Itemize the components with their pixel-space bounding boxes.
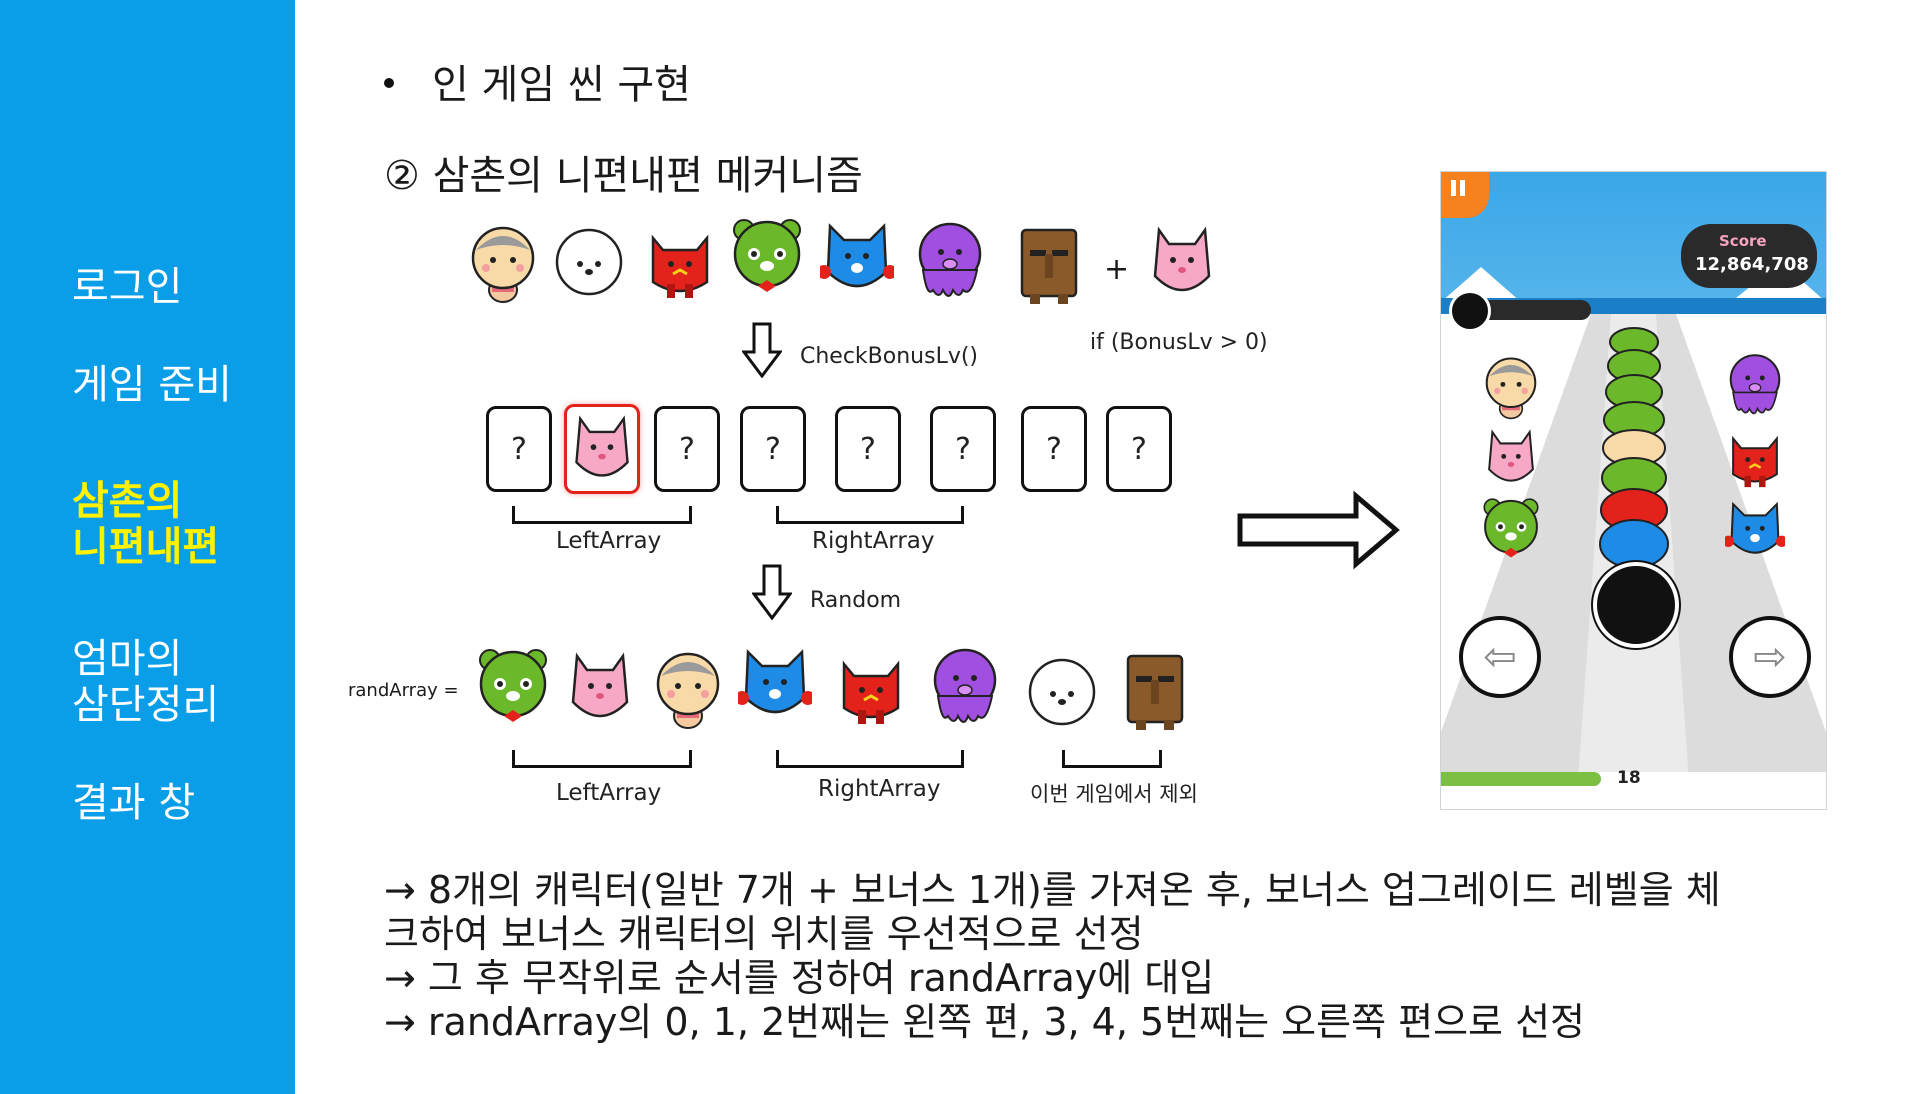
character-green-bear-icon [478,648,548,724]
question-slot: ? [1106,406,1172,492]
bomb-icon [1449,290,1491,332]
sidebar: 로그인 게임 준비 삼촌의 니편내편 엄마의 삼단정리 결과 창 [0,0,295,1094]
character-green-bear-icon [1483,498,1539,559]
question-slot: ? [486,406,552,492]
character-octopus-icon [1729,354,1781,415]
description-line: → 8개의 캐릭터(일반 7개 + 보너스 1개)를 가져온 후, 보너스 업그… [384,868,1721,912]
question-slot: ? [835,406,901,492]
question-slot: ? [654,406,720,492]
pause-button[interactable] [1441,172,1489,218]
character-octopus-icon [918,222,982,298]
sidebar-item-mom-sort[interactable]: 엄마의 삼단정리 [72,636,220,728]
character-bald-icon [1485,357,1537,420]
progress-bar [1441,772,1601,786]
character-moai-icon [1126,654,1184,732]
sidebar-item-login[interactable]: 로그인 [72,264,183,310]
character-sheep-icon [1028,658,1096,726]
right-button[interactable]: ⇨ [1729,616,1811,698]
character-queue [1599,327,1669,569]
excluded-bracket [1062,750,1162,768]
description-line: → 그 후 무작위로 순서를 정하여 randArray에 대입 [384,956,1215,1000]
bullet-dot [384,78,394,88]
right-array-label: RightArray [818,776,941,802]
sidebar-item-game-ready[interactable]: 게임 준비 [72,362,232,408]
character-red-icon [651,236,709,300]
character-green-bear-icon [732,218,802,294]
excluded-label: 이번 게임에서 제외 [1030,782,1198,806]
character-bald-icon [656,652,720,730]
character-bald-icon [471,226,535,304]
left-arrow-icon: ⇦ [1483,634,1517,680]
page-title: 인 게임 씬 구현 [432,62,691,108]
left-button[interactable]: ⇦ [1459,616,1541,698]
character-blue-cat-icon [738,650,812,714]
character-blue-cat-icon [820,224,894,288]
character-pink-cat-icon [575,417,629,477]
down-arrow-icon [752,564,792,620]
character-sheep-icon [555,228,623,296]
sidebar-item-result[interactable]: 결과 창 [72,780,196,826]
count-value: 18 [1617,768,1641,788]
rand-array-label: randArray = [348,680,459,701]
check-bonus-label: CheckBonusLv() [800,344,979,369]
down-arrow-icon [742,322,782,378]
character-pink-cat-bonus-icon [1153,228,1211,292]
character-red-icon [1731,437,1779,489]
character-red-icon [842,662,900,726]
right-array-label: RightArray [812,528,935,554]
bonus-slot [564,404,640,494]
plus-sign: + [1104,252,1130,287]
game-screenshot: Score 12,864,708 ⇦ ⇨ 18 [1440,171,1827,810]
description-line: → randArray의 0, 1, 2번째는 왼쪽 편, 3, 4, 5번째는… [384,1000,1585,1044]
score-panel: Score 12,864,708 [1681,224,1817,288]
score-label: Score [1719,232,1767,250]
left-array-bracket [512,506,692,524]
right-array-bracket [776,506,964,524]
right-arrow-icon: ⇨ [1753,634,1787,680]
character-pink-cat-icon [571,654,629,718]
left-array-label: LeftArray [556,528,662,554]
question-slot: ? [1021,406,1087,492]
question-slot: ? [930,406,996,492]
random-label: Random [810,588,902,613]
character-moai-icon [1020,228,1078,306]
pause-icon [1451,180,1456,196]
right-arrow-icon [1237,490,1400,570]
question-slot: ? [740,406,806,492]
section-subtitle: ② 삼촌의 니편내편 메커니즘 [384,153,863,199]
left-array-label: LeftArray [556,780,662,806]
description-line: 크하여 보너스 캐릭터의 위치를 우선적으로 선정 [384,912,1144,956]
character-blue-cat-icon [1725,503,1785,554]
bonus-condition: if (BonusLv > 0) [1090,330,1268,355]
left-array-bracket [512,750,692,768]
sidebar-item-uncle-side[interactable]: 삼촌의 니편내편 [72,478,220,570]
character-octopus-icon [933,648,997,724]
character-pink-cat-icon [1488,431,1534,482]
bomb-button[interactable] [1593,562,1679,648]
score-value: 12,864,708 [1695,254,1809,275]
right-array-bracket [776,750,964,768]
